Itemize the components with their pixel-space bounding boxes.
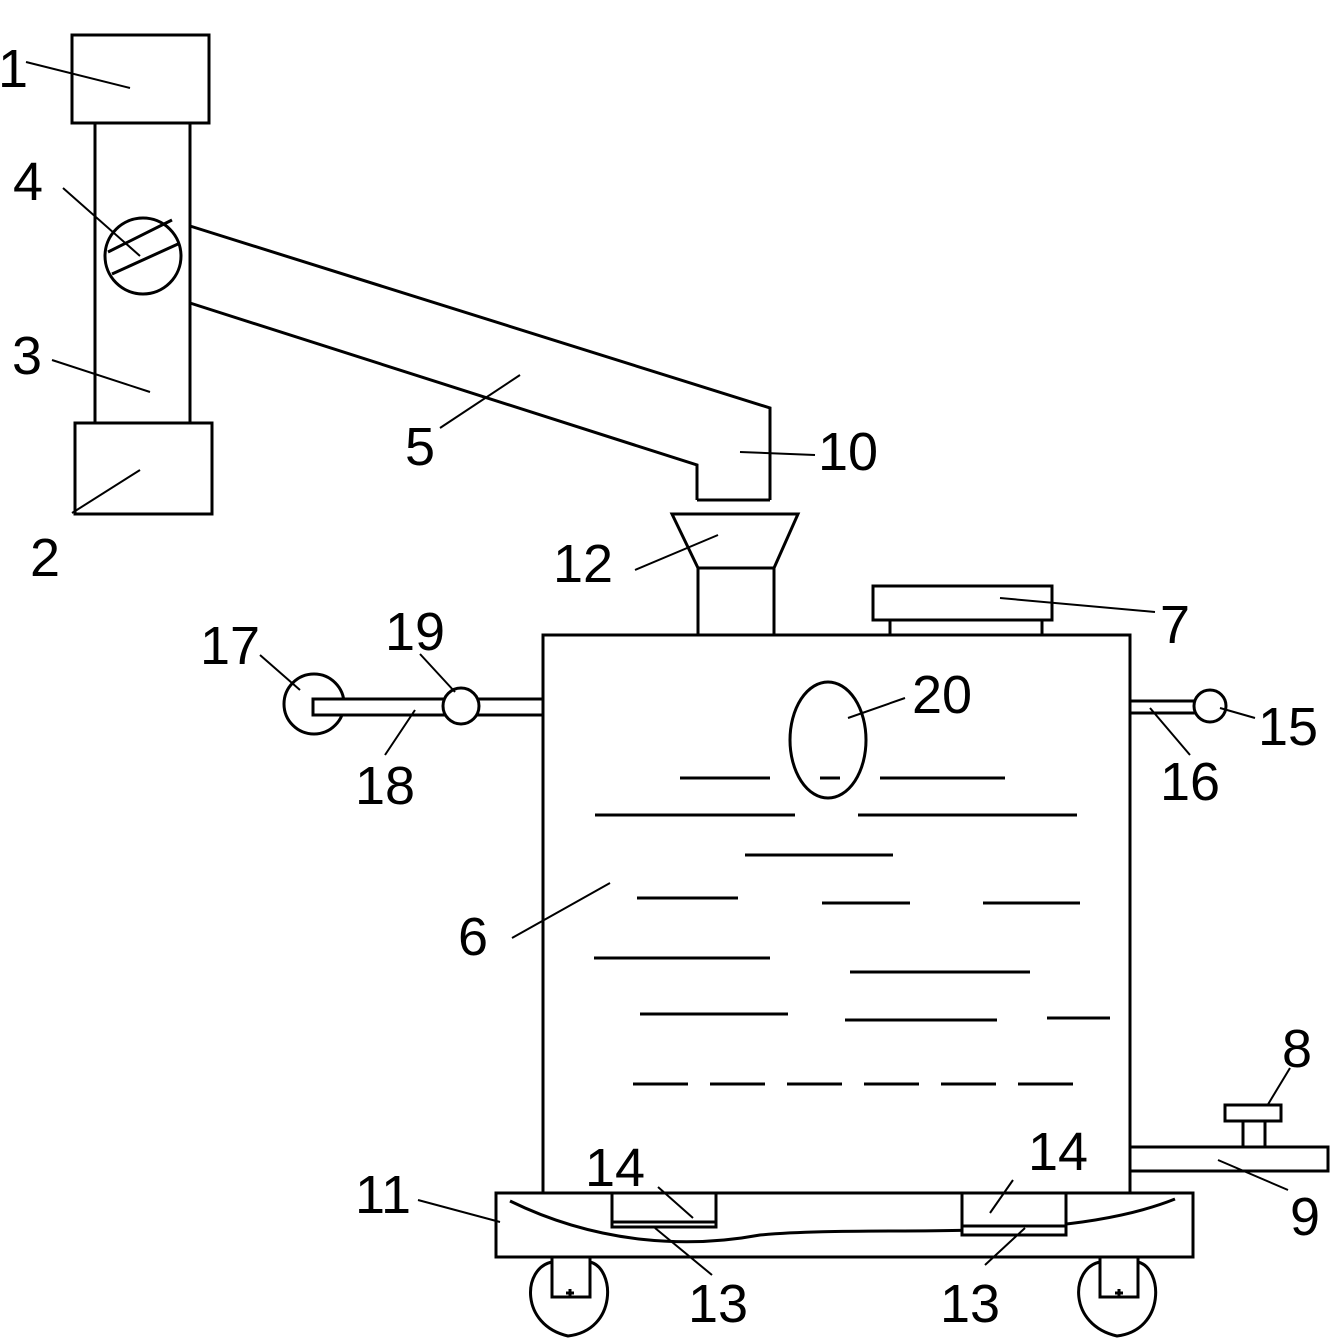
drain-pipe	[1128, 1145, 1330, 1173]
label-2: 2	[30, 528, 60, 588]
label-9: 9	[1290, 1187, 1320, 1247]
label-14-right: 14	[1028, 1122, 1088, 1182]
drain-valve-stem	[1241, 1119, 1267, 1149]
drain-valve-handle	[1223, 1103, 1283, 1123]
bottom-block	[73, 421, 214, 516]
leader-lines	[25, 61, 1291, 1276]
label-20: 20	[912, 665, 972, 725]
top-cover	[871, 584, 1054, 637]
right-wheel	[1077, 1255, 1158, 1338]
label-18: 18	[355, 756, 415, 816]
label-1: 1	[0, 39, 28, 99]
feed-funnel	[669, 512, 801, 637]
label-14-left: 14	[585, 1138, 645, 1198]
label-6: 6	[458, 907, 488, 967]
rod-collar	[441, 686, 481, 726]
round-valve	[103, 216, 183, 296]
base-platform	[494, 1191, 1195, 1259]
label-16: 16	[1160, 752, 1220, 812]
right-knob	[1192, 688, 1228, 724]
label-4: 4	[13, 152, 43, 212]
label-7: 7	[1160, 595, 1190, 655]
right-support-pad	[960, 1191, 1068, 1237]
sight-window	[788, 680, 868, 800]
liquid-level-lines	[594, 776, 1110, 1086]
inclined-pipe	[189, 224, 772, 502]
label-10: 10	[818, 422, 878, 482]
label-11: 11	[355, 1165, 411, 1225]
label-15: 15	[1258, 697, 1318, 757]
label-8: 8	[1282, 1019, 1312, 1079]
label-13-right: 13	[940, 1274, 1000, 1334]
label-19: 19	[385, 602, 445, 662]
left-rod	[311, 697, 545, 717]
left-wheel	[529, 1255, 610, 1338]
label-17: 17	[200, 616, 260, 676]
label-5: 5	[405, 417, 435, 477]
label-12: 12	[553, 534, 613, 594]
label-3: 3	[12, 326, 42, 386]
label-13-left: 13	[688, 1274, 748, 1334]
